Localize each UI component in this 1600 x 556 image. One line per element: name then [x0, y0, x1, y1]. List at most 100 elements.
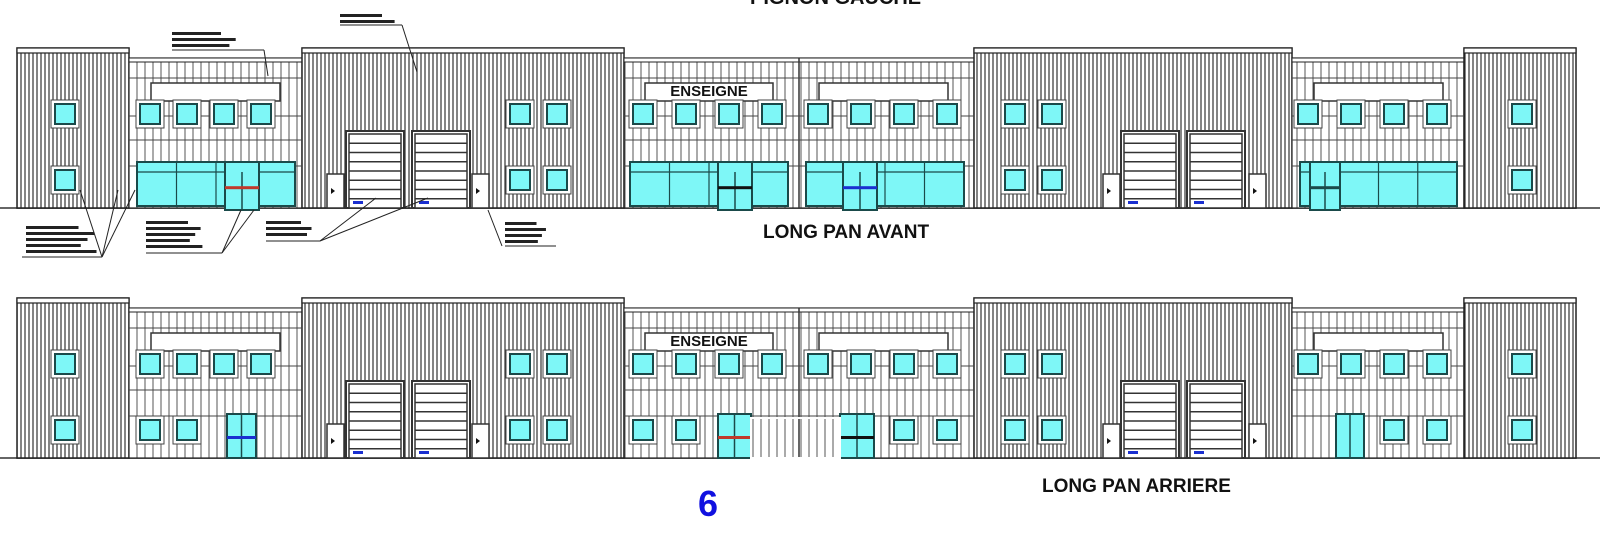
pedestrian-door-icon: [471, 423, 490, 459]
pedestrian-door-icon: [1102, 423, 1121, 459]
window-icon: [1041, 169, 1063, 191]
sign-panel: [818, 332, 949, 352]
elevation-label-rear: LONG PAN ARRIERE: [1042, 476, 1231, 497]
door-push-bar: [227, 436, 256, 439]
window-icon: [1340, 103, 1362, 125]
pedestrian-door-icon: [1102, 173, 1121, 209]
door-handle-icon: [331, 188, 335, 194]
front-elevation: ENSEIGNE: [0, 47, 1600, 211]
window-icon: [718, 353, 740, 375]
window-icon: [176, 103, 198, 125]
annotation-text: [266, 221, 301, 224]
leader-line: [487, 209, 503, 247]
sign-panel: [150, 332, 281, 352]
window-icon: [1511, 353, 1533, 375]
window-icon: [1383, 353, 1405, 375]
window-icon: [176, 419, 198, 441]
annotation-text: [146, 221, 188, 224]
door-push-bar: [718, 186, 752, 190]
annotation-text: [266, 227, 312, 230]
annotation-text: [26, 238, 88, 241]
window-icon: [139, 353, 161, 375]
door-sensor-icon: [353, 451, 363, 454]
pedestrian-door-icon: [326, 173, 345, 209]
annotation-text: [505, 234, 542, 237]
window-icon: [213, 103, 235, 125]
leader-line: [319, 197, 377, 242]
window-icon: [1041, 103, 1063, 125]
window-icon: [1426, 353, 1448, 375]
window-icon: [850, 353, 872, 375]
parapet: [16, 297, 130, 304]
window-icon: [54, 169, 76, 191]
annotation-text: [266, 233, 307, 236]
cut-off-title: PIGNON GAUCHE: [750, 0, 921, 9]
window-icon: [632, 353, 654, 375]
parapet: [16, 47, 130, 54]
window-icon: [509, 419, 531, 441]
window-icon: [54, 353, 76, 375]
window-icon: [893, 103, 915, 125]
door-handle-icon: [476, 438, 480, 444]
sign-panel: [150, 82, 281, 102]
door-sensor-icon: [1128, 451, 1138, 454]
window-icon: [761, 353, 783, 375]
parapet: [301, 297, 625, 304]
door-sensor-icon: [1128, 201, 1138, 204]
leader-line: [101, 189, 136, 258]
window-icon: [1426, 419, 1448, 441]
window-icon: [546, 419, 568, 441]
window-icon: [546, 353, 568, 375]
parapet: [1291, 57, 1465, 63]
window-icon: [1511, 419, 1533, 441]
leader-line: [221, 209, 255, 254]
leader-line: [401, 24, 418, 73]
rear-elevation: ENSEIGNE: [0, 297, 1600, 459]
window-icon: [1004, 419, 1026, 441]
parapet: [128, 307, 303, 313]
sign-panel: [644, 332, 774, 352]
window-icon: [632, 103, 654, 125]
window-icon: [936, 103, 958, 125]
door-handle-icon: [1107, 188, 1111, 194]
annotation-text: [340, 14, 382, 17]
window-icon: [1004, 169, 1026, 191]
door-handle-icon: [1253, 438, 1257, 444]
window-icon: [1041, 419, 1063, 441]
window-icon: [139, 419, 161, 441]
window-icon: [807, 353, 829, 375]
door-handle-icon: [476, 188, 480, 194]
window-icon: [1511, 169, 1533, 191]
leader-line: [263, 49, 269, 77]
annotation-text: [172, 38, 236, 41]
pedestrian-door-icon: [471, 173, 490, 209]
window-icon: [675, 103, 697, 125]
window-icon: [546, 103, 568, 125]
window-icon: [718, 103, 740, 125]
parapet: [1463, 297, 1577, 304]
window-icon: [546, 169, 568, 191]
window-icon: [1340, 353, 1362, 375]
window-icon: [54, 103, 76, 125]
window-icon: [761, 103, 783, 125]
door-push-bar: [840, 436, 874, 439]
window-icon: [213, 353, 235, 375]
leader-line: [221, 209, 242, 254]
annotation-text: [26, 226, 79, 229]
door-handle-icon: [331, 438, 335, 444]
sign-label: ENSEIGNE: [670, 83, 748, 100]
parapet: [973, 297, 1293, 304]
annotation-text: [340, 20, 395, 23]
door-handle-icon: [1107, 438, 1111, 444]
pedestrian-door-icon: [326, 423, 345, 459]
window-icon: [250, 353, 272, 375]
annotation-text: [505, 228, 546, 231]
sign-panel: [644, 82, 774, 102]
door-push-bar: [843, 186, 877, 190]
elevation-label-front: LONG PAN AVANT: [763, 222, 929, 243]
window-icon: [1383, 419, 1405, 441]
door-handle-icon: [1253, 188, 1257, 194]
sign-panel: [1313, 332, 1444, 352]
